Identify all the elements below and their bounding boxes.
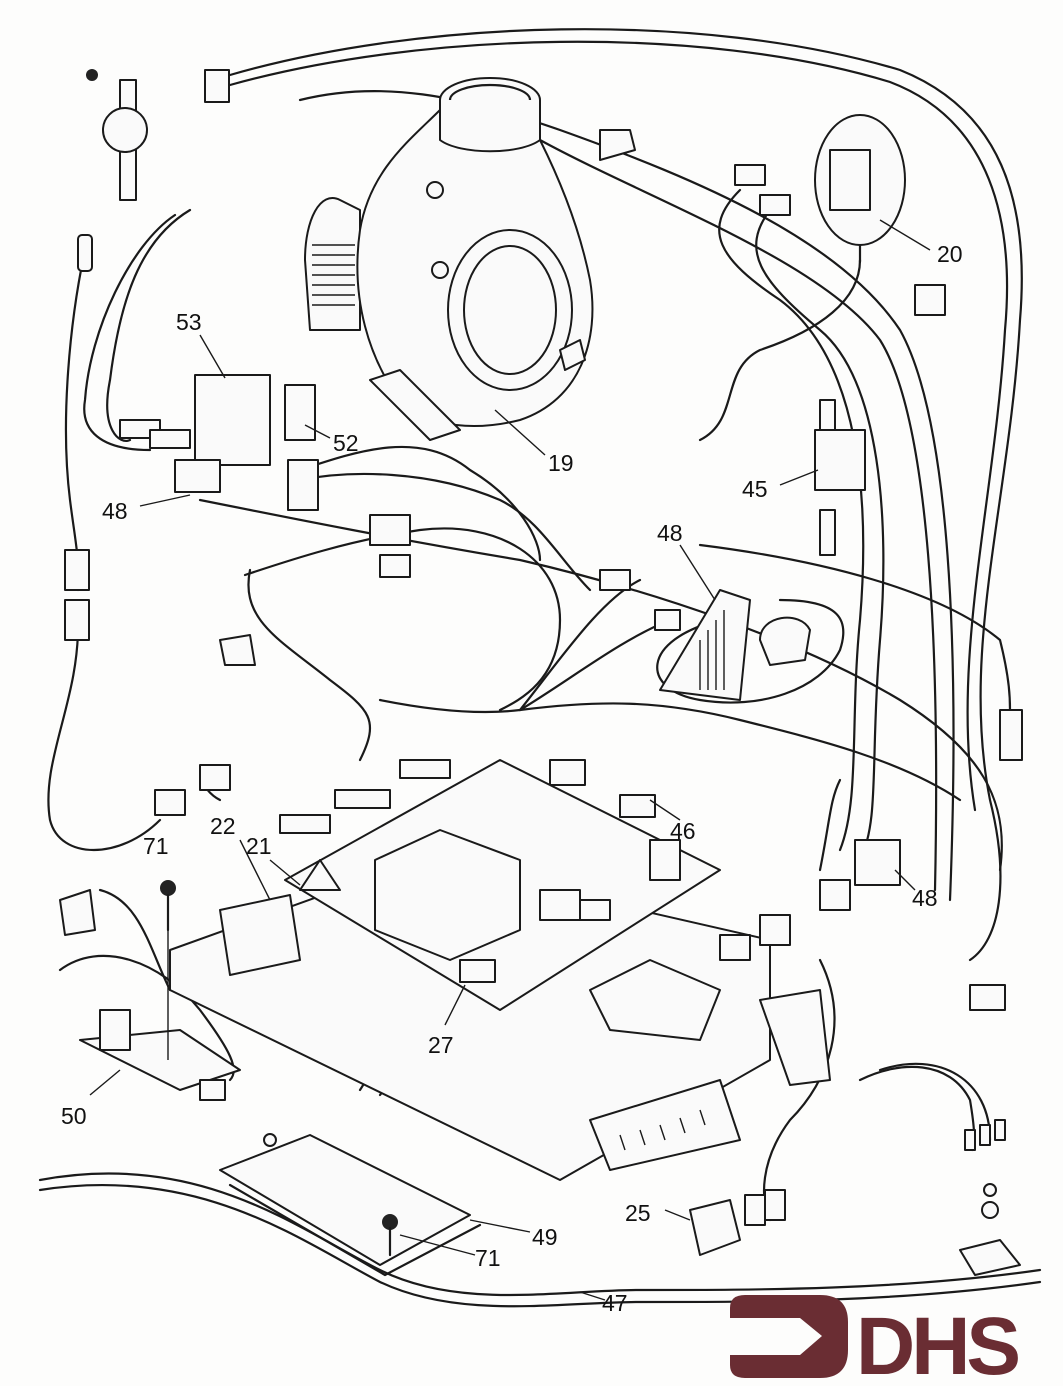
fan-assembly bbox=[304, 77, 594, 441]
callout-47: 47 bbox=[602, 1290, 628, 1316]
dhs-logo: DHS bbox=[730, 1295, 1022, 1386]
callout-48a: 48 bbox=[102, 498, 128, 524]
display-board bbox=[219, 1133, 482, 1277]
callout-19: 19 bbox=[548, 450, 574, 476]
callout-71b: 71 bbox=[475, 1245, 501, 1271]
callout-labels: 20 53 52 19 45 48 48 46 22 21 71 48 27 5… bbox=[61, 241, 963, 1316]
callout-48b: 48 bbox=[657, 520, 683, 546]
logo-text: DHS bbox=[856, 1301, 1018, 1386]
callout-52: 52 bbox=[333, 430, 359, 456]
callout-49: 49 bbox=[532, 1224, 558, 1250]
control-board bbox=[169, 759, 831, 1181]
callout-48c: 48 bbox=[912, 885, 938, 911]
callout-22: 22 bbox=[210, 813, 236, 839]
terminal-parts bbox=[689, 839, 1021, 1276]
callout-21: 21 bbox=[246, 833, 272, 859]
leader-lines bbox=[89, 219, 931, 1301]
pressure-switch bbox=[814, 114, 906, 264]
callout-25: 25 bbox=[625, 1200, 651, 1226]
callout-46: 46 bbox=[670, 818, 696, 844]
logo-arrow-mark bbox=[730, 1295, 848, 1378]
callout-71a: 71 bbox=[143, 833, 169, 859]
callout-45: 45 bbox=[742, 476, 768, 502]
callout-27: 27 bbox=[428, 1032, 454, 1058]
callout-53: 53 bbox=[176, 309, 202, 335]
callout-20: 20 bbox=[937, 241, 963, 267]
auxiliary-board bbox=[59, 889, 241, 1101]
connectors bbox=[64, 69, 1023, 1011]
screws bbox=[160, 880, 398, 1257]
callout-50: 50 bbox=[61, 1103, 87, 1129]
